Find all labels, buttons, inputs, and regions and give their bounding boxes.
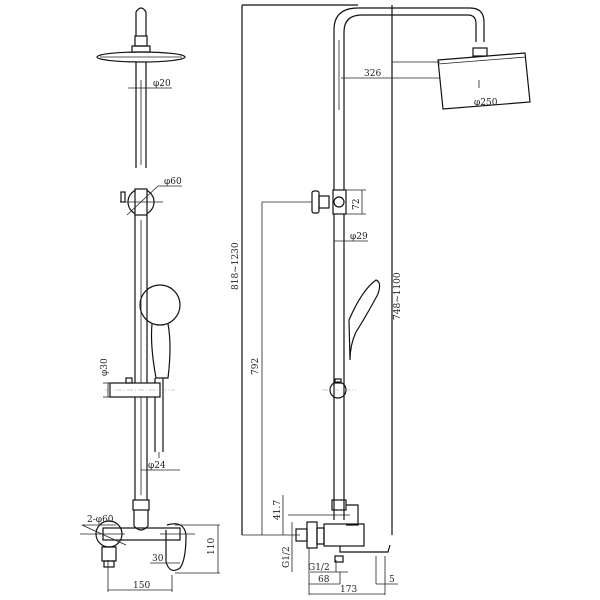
dim-5: 5 bbox=[389, 575, 395, 585]
dim-68: 68 bbox=[318, 575, 330, 585]
riser-outer bbox=[333, 7, 485, 520]
riser-inner bbox=[343, 14, 477, 520]
dim-phi250: φ250 bbox=[474, 98, 498, 108]
side-view: 818~1230 326 φ250 792 72 φ29 748~1100 bbox=[231, 4, 531, 595]
hand-shower-handle bbox=[150, 323, 171, 379]
dim-phi24: φ24 bbox=[148, 461, 166, 471]
dim-g1-2-outlet: G1/2 bbox=[308, 563, 330, 573]
dim-150: 150 bbox=[133, 581, 150, 591]
dim-173: 173 bbox=[340, 585, 357, 595]
dim-phi20: φ20 bbox=[153, 79, 171, 89]
dim-72: 72 bbox=[352, 199, 362, 210]
dim-phi60: φ60 bbox=[164, 177, 182, 187]
spout bbox=[339, 544, 391, 553]
dim-748-1100: 748~1100 bbox=[393, 272, 403, 320]
mixer-handle bbox=[165, 523, 187, 572]
dim-g1-2-inlet: G1/2 bbox=[282, 546, 292, 568]
diverter-knob-side bbox=[311, 190, 320, 214]
shower-head-side bbox=[437, 52, 531, 110]
dim-phi30: φ30 bbox=[100, 358, 110, 376]
dim-818-1230: 818~1230 bbox=[231, 242, 241, 290]
front-view: φ20 φ60 φ30 φ24 bbox=[80, 7, 220, 592]
top-pipe-tip bbox=[135, 7, 147, 36]
dim-110: 110 bbox=[207, 538, 217, 555]
hand-shower-head bbox=[139, 284, 181, 326]
dim-30: 30 bbox=[152, 554, 164, 564]
dim-326: 326 bbox=[364, 69, 381, 79]
dim-792: 792 bbox=[251, 358, 261, 375]
dim-2-phi60: 2-φ60 bbox=[87, 515, 114, 525]
dim-41-7: 41.7 bbox=[273, 500, 283, 520]
shower-head-front bbox=[96, 51, 186, 63]
hand-shower-side bbox=[348, 279, 381, 361]
dim-phi29: φ29 bbox=[350, 232, 368, 242]
mixer-side-body bbox=[323, 523, 365, 547]
